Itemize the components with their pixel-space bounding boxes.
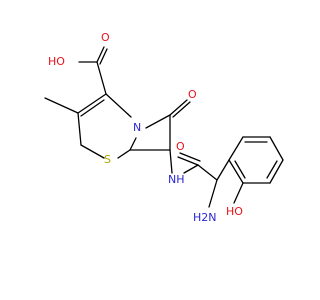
molecule-structure: HO O O N S NH O H2N HO [44,31,284,224]
bond-ar1 [228,136,244,161]
bond-c6-n [129,137,137,151]
bond-c2-c3-double [80,99,105,117]
bond-calpha-nh2 [208,179,218,208]
bond-s-c6 [117,149,131,159]
bond-cooh-co [96,46,105,63]
bond-ar6 [228,159,244,184]
amide-nh-label: NH [168,173,185,186]
bond-ar-oh [233,182,244,204]
bond-c7-nh [169,149,173,174]
atom-labels: HO O O N S NH O H2N HO [48,31,243,224]
bond-c8-o-double [172,101,191,118]
acid-hydroxyl-label: HO [48,55,65,68]
bond-c3-methyl [44,97,79,114]
bond-ar4 [269,159,284,184]
bonds [44,46,284,208]
bond-ar4-inner [266,160,278,179]
bond-amide-co-double [179,152,201,162]
bond-cooh-co-double [99,48,108,65]
bond-ar6-inner [234,160,246,179]
acid-oxygen-label: O [101,31,110,44]
bond-c2-c3 [77,93,107,114]
bond-calpha-ring [216,159,230,181]
sulfur-label: S [104,153,111,166]
bond-c4-s [80,144,105,159]
bond-c8-o [169,99,188,116]
bond-c3-c4 [77,112,82,146]
bond-c2-cooh [96,61,107,95]
amide-oxygen-label: O [176,140,185,153]
bond-c2-n [105,93,132,118]
ring-nitrogen-label: N [133,121,141,134]
amine-label: H2N [193,211,217,224]
lactam-oxygen-label: O [188,88,197,101]
phenol-label: HO [226,205,243,218]
bond-n-c8 [145,114,171,129]
bond-nh-carbonyl [183,164,199,174]
bond-amide-co [177,156,199,166]
bond-carbonyl-calpha [197,164,218,181]
bond-ar3 [269,136,284,161]
